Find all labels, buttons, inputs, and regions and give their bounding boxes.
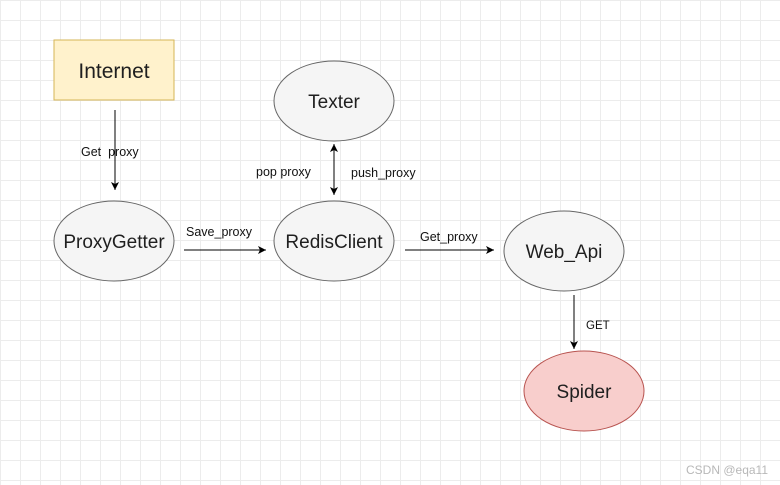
texter-label: Texter bbox=[308, 92, 360, 113]
edge-label-save-proxy: Save_proxy bbox=[186, 225, 253, 239]
watermark: CSDN @eqa11 bbox=[686, 463, 768, 477]
edge-label-get-proxy-api: Get_proxy bbox=[420, 230, 478, 244]
edge-label-get-proxy: Get proxy bbox=[81, 145, 139, 159]
edge-label-pop-proxy: pop proxy bbox=[256, 165, 312, 179]
internet-label: Internet bbox=[78, 60, 149, 83]
internet-node bbox=[53, 39, 175, 101]
proxygetter-label: ProxyGetter bbox=[63, 232, 165, 253]
redisclient-node bbox=[273, 200, 395, 282]
redisclient-label: RedisClient bbox=[285, 232, 383, 253]
webapi-label: Web_Api bbox=[526, 242, 603, 263]
edge-label-push-proxy: push_proxy bbox=[351, 166, 416, 180]
edge-label-get: GET bbox=[586, 320, 610, 332]
texter-node bbox=[273, 60, 395, 142]
spider-node bbox=[523, 350, 645, 432]
webapi-node bbox=[503, 210, 625, 292]
proxygetter-node bbox=[53, 200, 175, 282]
spider-label: Spider bbox=[557, 382, 613, 403]
